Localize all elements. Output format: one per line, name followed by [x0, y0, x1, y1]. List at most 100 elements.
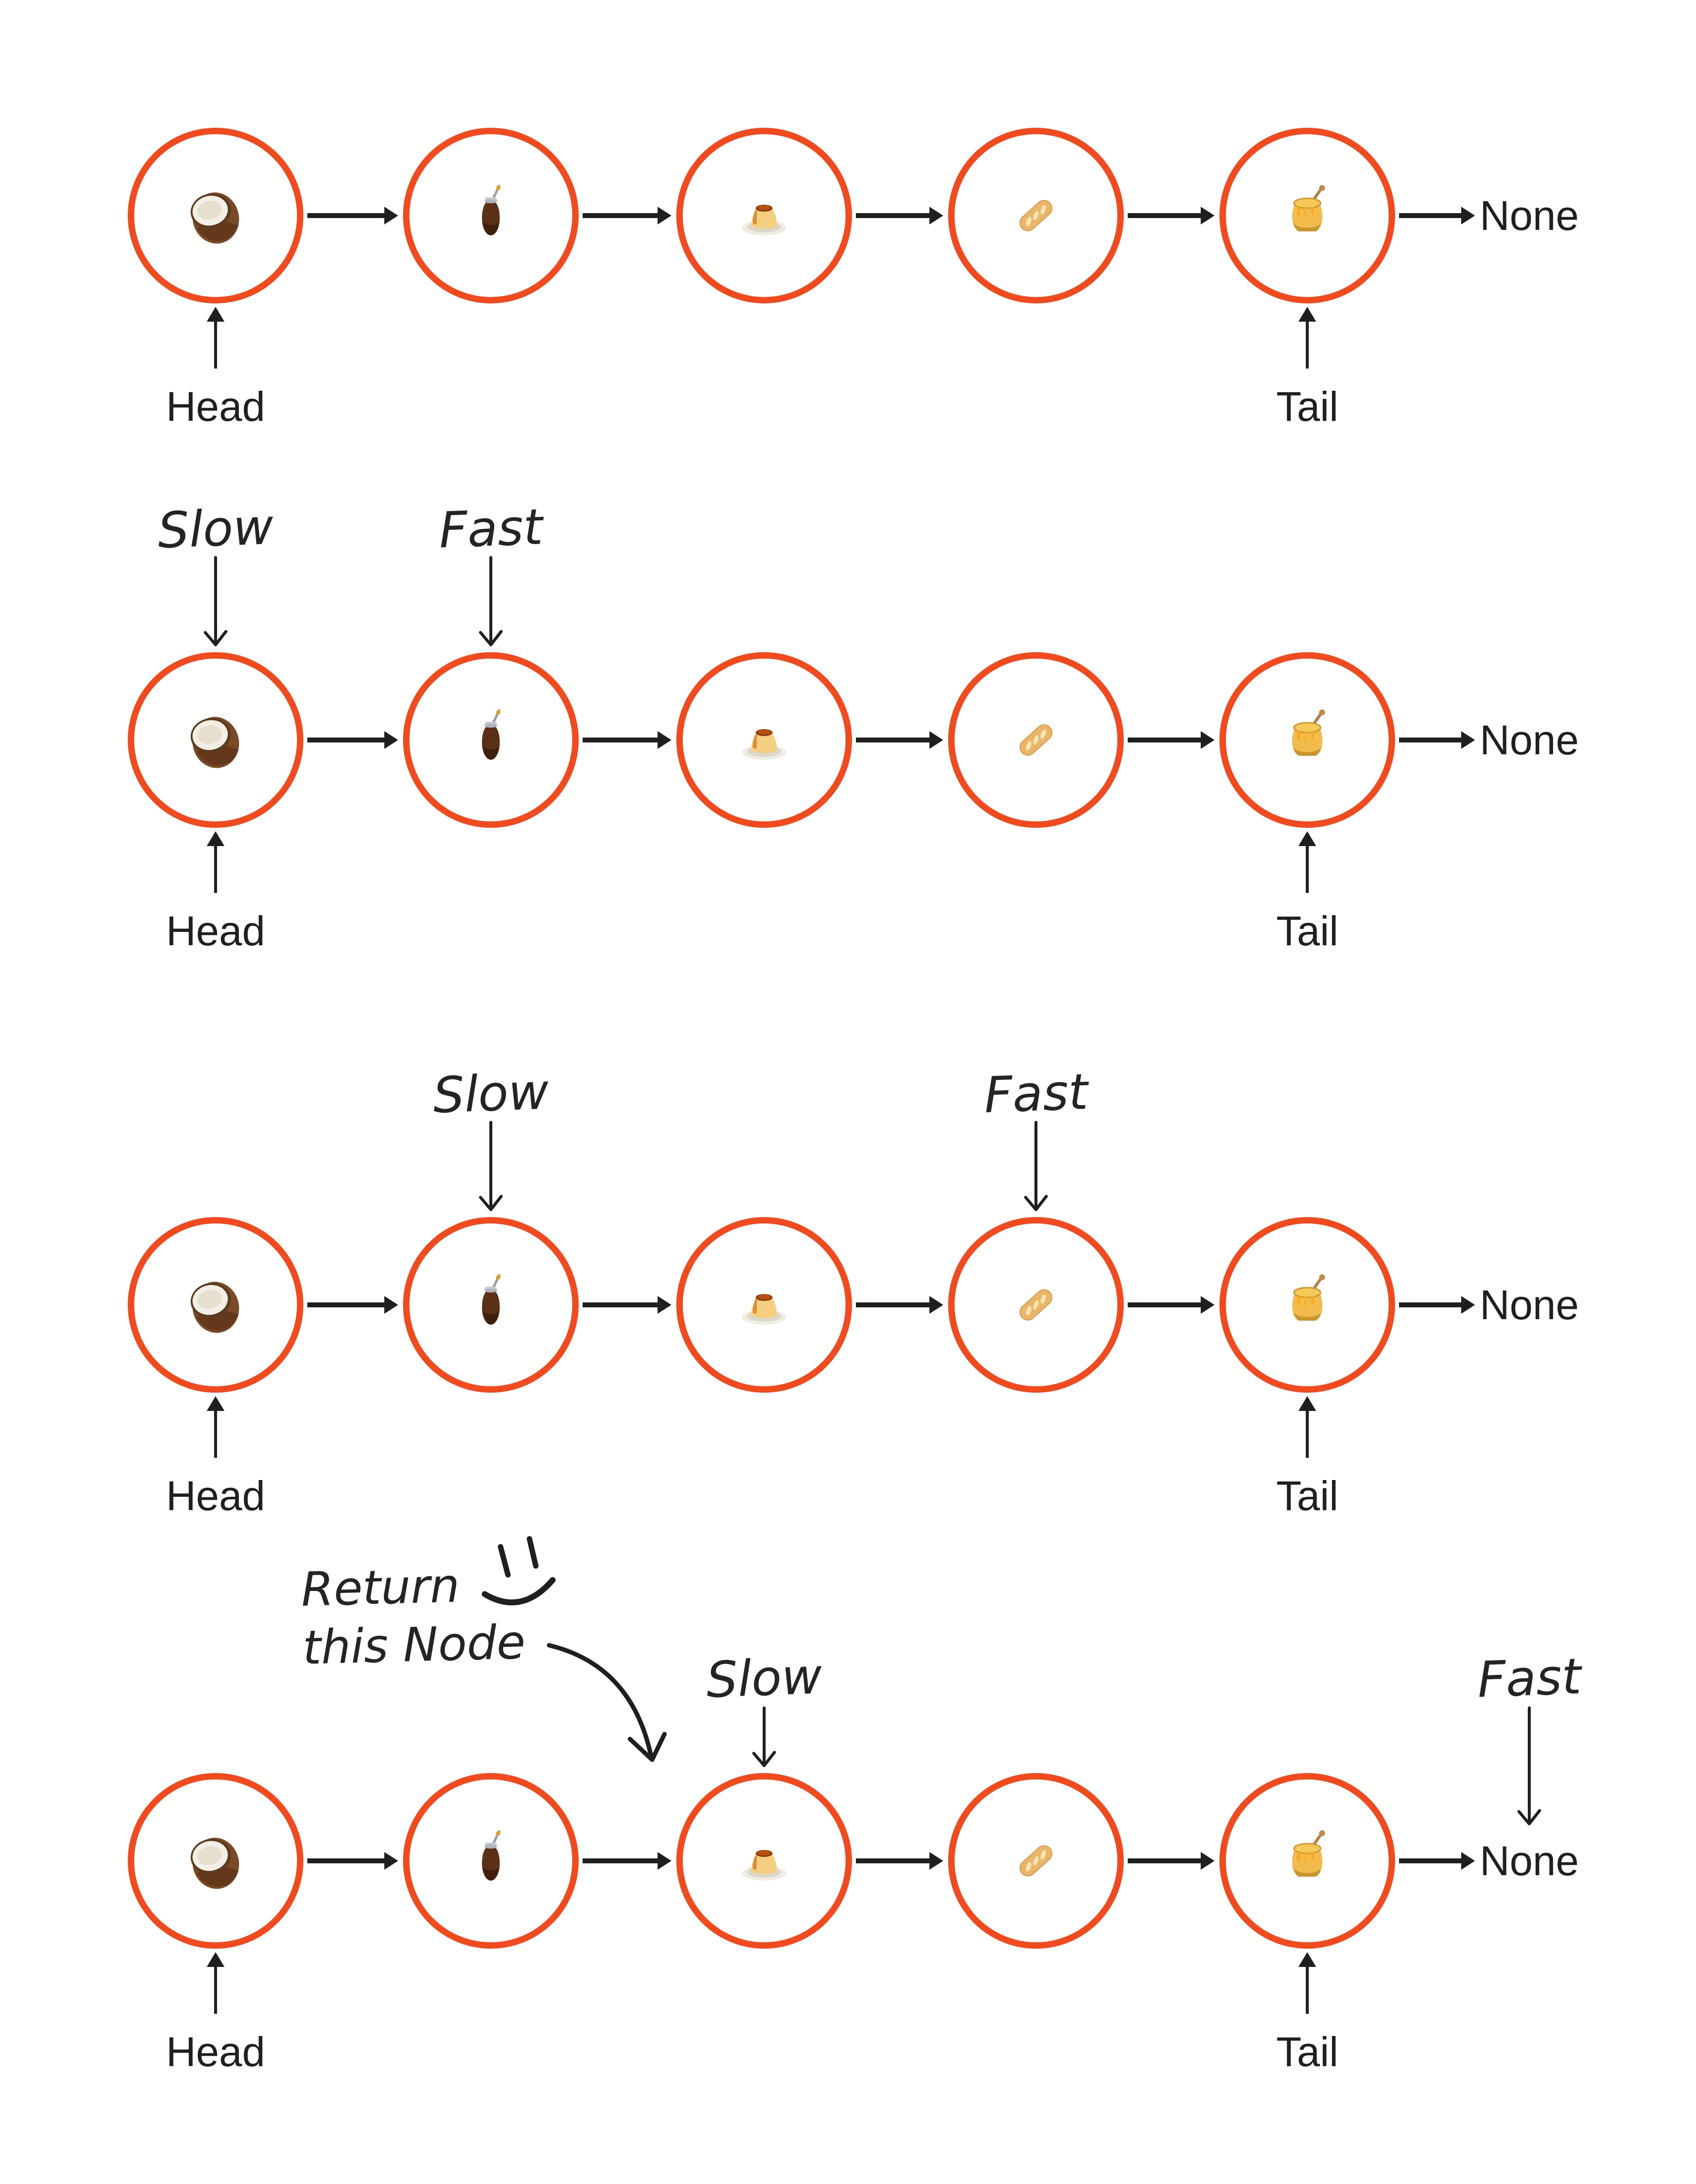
head-label: Head: [166, 908, 265, 954]
fast-pointer-arrow: [1517, 1706, 1541, 1825]
fast-pointer-label: Fast: [983, 1063, 1089, 1124]
honey-pot-emoji: [1274, 707, 1341, 774]
list-node: [403, 1773, 579, 1949]
none-label: None: [1479, 1838, 1579, 1884]
link-arrowhead: [1201, 1852, 1215, 1870]
tail-label: Tail: [1276, 908, 1339, 954]
link-arrowhead: [658, 207, 671, 224]
none-arrow: [1399, 207, 1475, 224]
slow-pointer-arrow: [479, 1121, 503, 1211]
head-label: Head: [166, 2029, 265, 2075]
tail-arrow: [1298, 307, 1316, 369]
none-arrowhead: [1461, 1852, 1475, 1870]
list-node: [676, 652, 852, 828]
link-arrow: [307, 207, 398, 224]
flan-emoji: [731, 1828, 798, 1894]
slow-pointer-arrow: [204, 556, 227, 646]
fast-pointer-arrow: [1024, 1121, 1048, 1211]
baguette-emoji: [1003, 183, 1069, 249]
head-arrow: [207, 1952, 224, 2014]
link-arrowhead: [1201, 207, 1215, 224]
flan-emoji: [731, 183, 798, 249]
none-arrow: [1399, 1296, 1475, 1314]
mate-emoji: [458, 1828, 524, 1894]
coconut-emoji: [183, 707, 249, 774]
flan-emoji: [731, 707, 798, 774]
none-arrow: [1399, 1852, 1475, 1870]
none-arrow-stem: [1399, 1302, 1463, 1307]
link-arrow: [856, 731, 943, 749]
smiley-face-icon: [481, 1536, 556, 1606]
tail-arrow: [1298, 1952, 1316, 2014]
list-node: [128, 1217, 303, 1393]
slow-pointer-arrow: [752, 1706, 776, 1767]
head-arrow: [207, 1396, 224, 1458]
head-arrow: [207, 831, 224, 893]
tail-arrow-stem: [1306, 1963, 1309, 2014]
list-node: [128, 1773, 303, 1949]
link-arrow-stem: [1128, 738, 1203, 742]
link-arrow-stem: [583, 1302, 660, 1307]
link-arrow-stem: [583, 213, 660, 218]
tail-arrow: [1298, 831, 1316, 893]
link-arrow-stem: [1128, 1302, 1203, 1307]
link-arrow: [1128, 731, 1215, 749]
list-node: [1219, 128, 1395, 303]
tail-arrow: [1298, 1396, 1316, 1458]
list-node: [403, 652, 579, 828]
none-label: None: [1479, 717, 1579, 763]
head-label: Head: [166, 1473, 265, 1519]
none-label: None: [1479, 1282, 1579, 1328]
none-arrowhead: [1461, 731, 1475, 749]
curved-annotation-arrow: [547, 1643, 667, 1762]
link-arrow: [583, 1296, 671, 1314]
link-arrow-stem: [856, 1302, 931, 1307]
link-arrowhead: [658, 731, 671, 749]
link-arrowhead: [929, 1852, 943, 1870]
baguette-emoji: [1003, 707, 1069, 774]
none-arrow: [1399, 731, 1475, 749]
head-arrow-stem: [214, 842, 217, 893]
link-arrow: [307, 1296, 398, 1314]
link-arrow-stem: [1128, 213, 1203, 218]
fast-pointer-arrow: [479, 556, 503, 646]
list-node: [948, 1773, 1124, 1949]
link-arrow: [583, 1852, 671, 1870]
link-arrow: [1128, 207, 1215, 224]
tail-label: Tail: [1276, 2029, 1339, 2075]
honey-pot-emoji: [1274, 183, 1341, 249]
coconut-emoji: [183, 1828, 249, 1894]
slow-pointer-label: Slow: [156, 497, 275, 560]
none-arrowhead: [1461, 1296, 1475, 1314]
slow-pointer-label: Slow: [705, 1647, 823, 1709]
link-arrow-stem: [307, 1858, 386, 1863]
link-arrow: [1128, 1296, 1215, 1314]
tail-label: Tail: [1276, 383, 1339, 430]
head-arrow-stem: [214, 1963, 217, 2014]
link-arrow: [307, 731, 398, 749]
link-arrow: [583, 731, 671, 749]
tail-label: Tail: [1276, 1473, 1339, 1519]
link-arrow-stem: [856, 213, 931, 218]
link-arrowhead: [929, 207, 943, 224]
mate-emoji: [458, 707, 524, 774]
list-node: [1219, 1773, 1395, 1949]
head-arrow: [207, 307, 224, 369]
link-arrow-stem: [307, 738, 386, 742]
baguette-emoji: [1003, 1272, 1069, 1338]
link-arrow-stem: [856, 1858, 931, 1863]
none-arrow-stem: [1399, 1858, 1463, 1863]
link-arrow: [1128, 1852, 1215, 1870]
link-arrow-stem: [856, 738, 931, 742]
list-node: [403, 128, 579, 303]
list-node: [1219, 1217, 1395, 1393]
none-label: None: [1479, 192, 1579, 239]
head-label: Head: [166, 383, 265, 430]
honey-pot-emoji: [1274, 1272, 1341, 1338]
link-arrow: [856, 1296, 943, 1314]
link-arrowhead: [929, 1296, 943, 1314]
tail-arrow-stem: [1306, 318, 1309, 369]
link-arrow: [856, 207, 943, 224]
link-arrowhead: [929, 731, 943, 749]
